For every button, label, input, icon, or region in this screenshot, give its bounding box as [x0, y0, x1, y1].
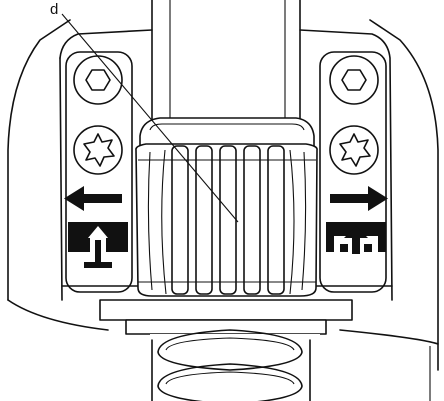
- arrow-right-icon: [330, 186, 388, 211]
- housing-outline: [7, 19, 439, 401]
- torx-screw-right-icon: [329, 125, 379, 175]
- torx-screw-left-icon: [73, 125, 123, 175]
- rotary-knob: [135, 117, 318, 297]
- callout-leader-line: [61, 13, 239, 223]
- coil-spring: [150, 329, 320, 401]
- hex-bolt-left-icon: [73, 55, 123, 105]
- central-shaft: [151, 0, 301, 126]
- callout-label: d: [50, 1, 58, 18]
- arrow-left-icon: [64, 186, 122, 211]
- base-plates: [61, 285, 393, 335]
- lock-symbol-icon: [326, 222, 386, 254]
- callout-d: d: [50, 1, 239, 223]
- unlock-symbol-icon: [68, 222, 128, 268]
- hex-bolt-right-icon: [329, 55, 379, 105]
